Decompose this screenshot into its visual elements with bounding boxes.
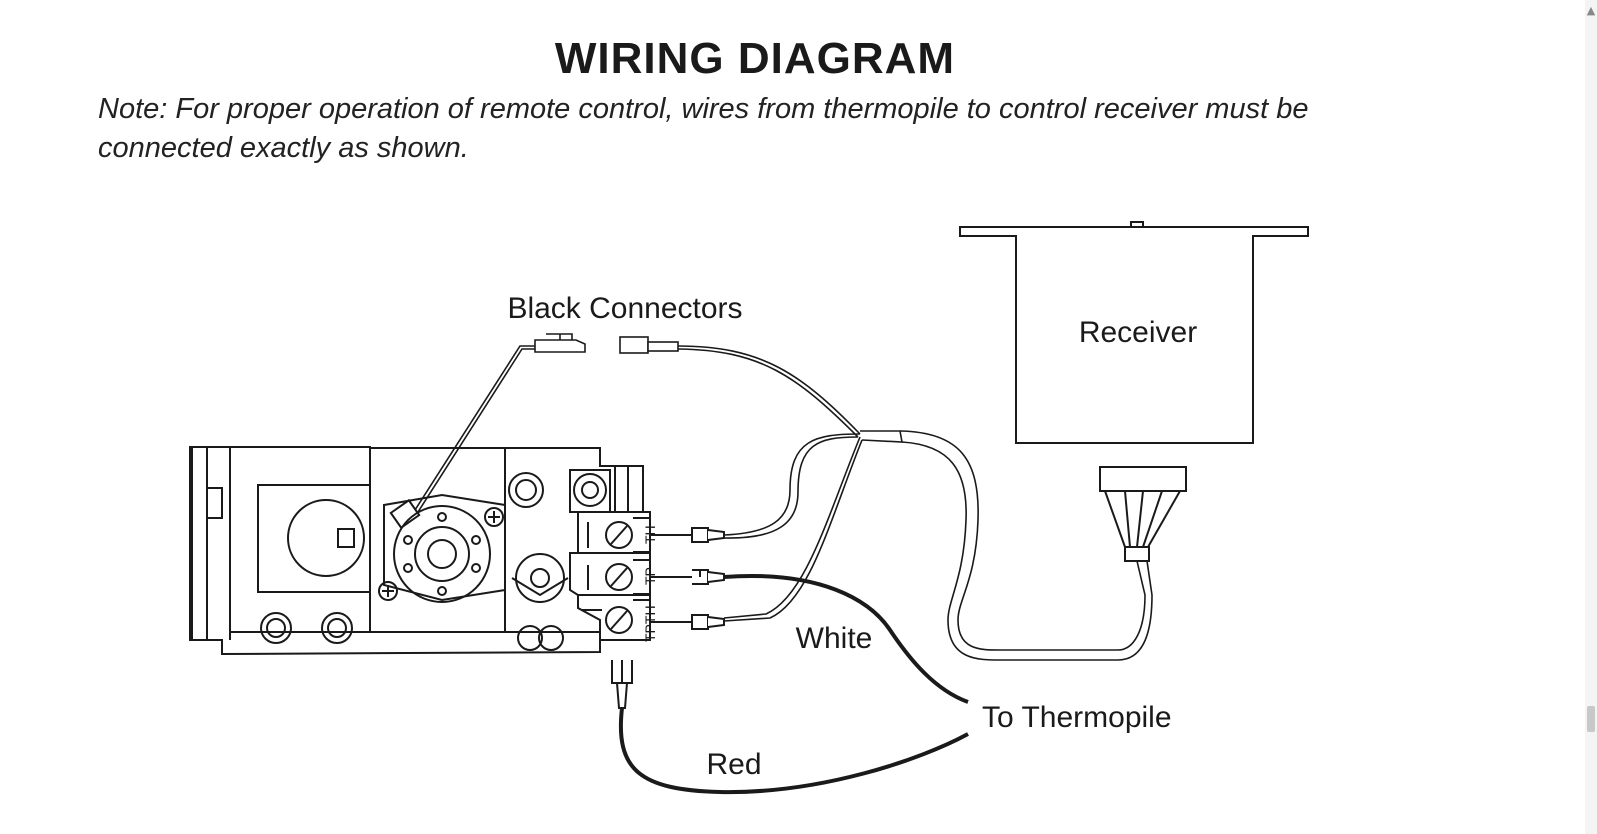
to-thermopile-label: To Thermopile — [982, 701, 1172, 734]
terminal-label-tpth: TPTH — [642, 605, 658, 642]
red-wire-label: Red — [706, 748, 761, 781]
thermopile-wires — [618, 574, 969, 795]
terminal-connectors — [611, 527, 725, 709]
wire-harness — [414, 333, 1153, 661]
white-wire — [723, 574, 969, 704]
scroll-thumb[interactable] — [1587, 706, 1595, 732]
black-connectors-label: Black Connectors — [507, 292, 742, 325]
page-title: WIRING DIAGRAM — [554, 34, 956, 83]
wiring-note: Note: For proper operation of remote con… — [98, 93, 1309, 164]
scroll-up-icon[interactable]: ▲ — [1586, 4, 1596, 17]
receiver-label: Receiver — [1079, 316, 1197, 349]
receiver-box — [959, 221, 1309, 562]
gas-valve — [189, 446, 651, 656]
red-wire — [618, 707, 969, 795]
scrollbar[interactable]: ▲ — [1585, 0, 1597, 834]
white-wire-label: White — [796, 622, 873, 655]
